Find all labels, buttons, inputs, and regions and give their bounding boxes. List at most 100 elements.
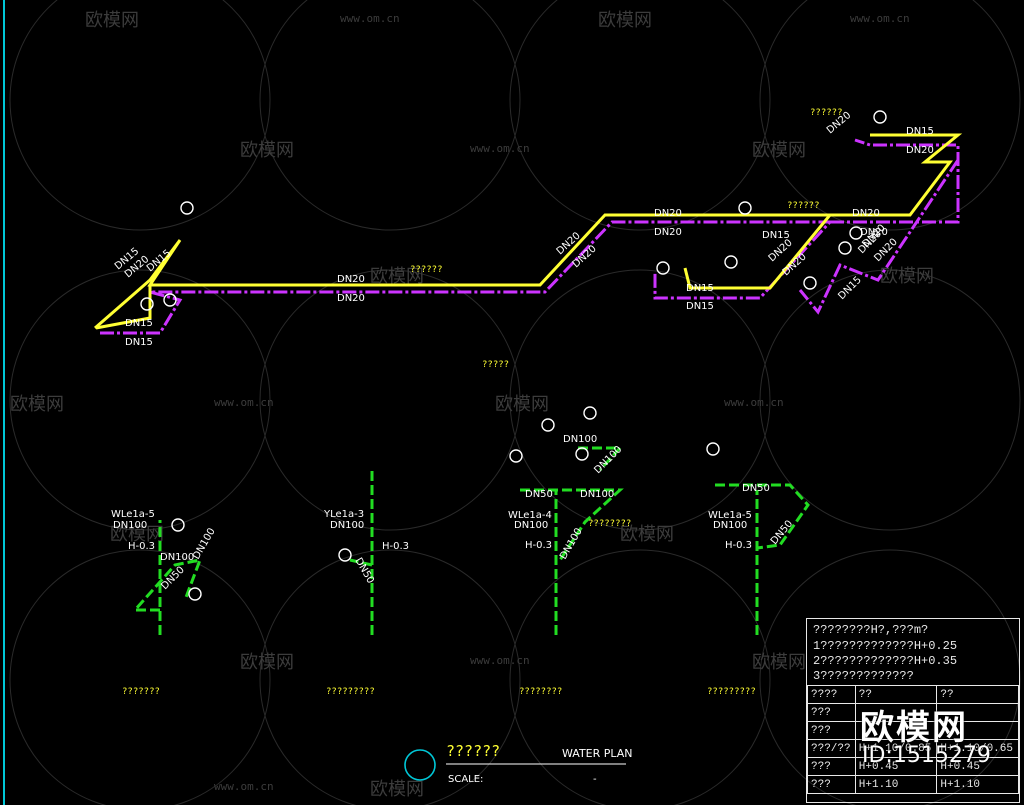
riser-4-branch[interactable] [715, 483, 810, 550]
note-text: ?????? [810, 108, 843, 118]
svg-text:DN15: DN15 [125, 318, 153, 329]
svg-text:www.om.cn: www.om.cn [470, 142, 530, 155]
upper-notes: ?????? ?????? ?????? ????? [410, 108, 843, 370]
svg-text:欧模网: 欧模网 [620, 524, 674, 545]
svg-text:欧模网: 欧模网 [85, 10, 139, 31]
hot-water-pipe[interactable] [100, 220, 834, 335]
svg-text:WLe1a-5: WLe1a-5 [708, 510, 752, 521]
svg-text:WLe1a-5: WLe1a-5 [111, 509, 155, 520]
watermark-id: ID:1515279 [862, 743, 991, 768]
riser-fixtures [171, 406, 720, 601]
title-block: ?????? WATER PLAN SCALE: - [404, 742, 633, 785]
svg-text:www.om.cn: www.om.cn [214, 780, 274, 793]
faucet-icon[interactable] [738, 201, 752, 215]
svg-text:H-0.3: H-0.3 [725, 540, 752, 551]
faucet-icon[interactable] [849, 226, 863, 240]
svg-text:DN20: DN20 [337, 293, 365, 304]
faucet-icon[interactable] [180, 201, 194, 215]
legend-table: ????????H?,???m? 1?????????????H+0.25 2?… [806, 618, 1020, 803]
svg-text:?????????: ????????? [326, 687, 375, 697]
svg-text:????????: ???????? [588, 519, 631, 529]
riser-3-branch-upper[interactable] [578, 446, 624, 472]
svg-text:DN20: DN20 [860, 227, 888, 238]
riser-3-branch[interactable] [520, 488, 624, 562]
faucet-icon [338, 548, 352, 562]
svg-text:DN20: DN20 [654, 208, 682, 219]
svg-text:DN20: DN20 [654, 227, 682, 238]
riser-captions: ??????? ????????? ???????? ????????? [122, 687, 756, 697]
svg-text:DN15: DN15 [686, 301, 714, 312]
drawing-title: ?????? [446, 742, 500, 760]
svg-text:DN100: DN100 [563, 434, 597, 445]
svg-text:欧模网: 欧模网 [495, 394, 549, 415]
note-text: ?????? [787, 201, 820, 211]
svg-text:DN50: DN50 [742, 483, 770, 494]
faucet-icon [541, 418, 555, 432]
riser-labels: WLe1a-5 DN100 H-0.3 DN100 DN100 DN50 YLe… [111, 434, 795, 592]
faucet-icon[interactable] [140, 297, 154, 311]
svg-text:H-0.3: H-0.3 [128, 541, 155, 552]
legend-line: 2?????????????H+0.35 [813, 654, 958, 668]
scale-value: - [593, 774, 597, 785]
svg-text:欧模网: 欧模网 [598, 10, 652, 31]
riser-diagrams[interactable] [131, 446, 810, 635]
svg-text:www.om.cn: www.om.cn [470, 654, 530, 667]
upper-pipe-network[interactable] [94, 110, 963, 335]
svg-text:欧模网: 欧模网 [752, 140, 806, 161]
svg-text:DN50: DN50 [159, 565, 187, 593]
svg-text:欧模网: 欧模网 [370, 779, 424, 800]
scale-label: SCALE: [448, 774, 483, 785]
svg-text:?????????: ????????? [707, 687, 756, 697]
hot-water-pipe-branch[interactable] [798, 159, 960, 315]
faucet-icon[interactable] [803, 276, 817, 290]
svg-text:DN20: DN20 [906, 145, 934, 156]
svg-text:DN15: DN15 [836, 275, 864, 303]
svg-text:DN100: DN100 [191, 526, 218, 561]
watermark-pattern [9, 0, 1021, 805]
riser-2-branch[interactable] [349, 558, 373, 567]
svg-text:www.om.cn: www.om.cn [214, 396, 274, 409]
svg-text:欧模网: 欧模网 [370, 266, 424, 287]
faucet-icon[interactable] [873, 110, 887, 124]
cold-water-pipe-drop[interactable] [95, 285, 152, 330]
viewport-border [3, 0, 5, 805]
faucet-icon [171, 518, 185, 532]
faucet-icon[interactable] [838, 241, 852, 255]
faucet-icon [583, 406, 597, 420]
svg-text:DN100: DN100 [713, 520, 747, 531]
svg-text:欧模网: 欧模网 [110, 524, 164, 545]
svg-text:欧模网: 欧模网 [880, 266, 934, 287]
water-plan-label: WATER PLAN [562, 747, 633, 760]
svg-text:DN100: DN100 [113, 520, 147, 531]
cold-water-pipe-right[interactable] [830, 133, 963, 217]
svg-text:DN100: DN100 [514, 520, 548, 531]
svg-text:H-0.3: H-0.3 [382, 541, 409, 552]
faucet-icon [188, 587, 202, 601]
svg-text:www.om.cn: www.om.cn [724, 396, 784, 409]
faucet-icon[interactable] [724, 255, 738, 269]
cold-water-pipe[interactable] [94, 213, 834, 330]
watermark-brand-large: 欧模网 [860, 708, 968, 748]
legend-line: 3????????????? [813, 669, 914, 683]
svg-text:DN20: DN20 [781, 251, 809, 278]
svg-text:欧模网: 欧模网 [240, 140, 294, 161]
plan-title: ????? [482, 360, 509, 370]
svg-text:DN100: DN100 [558, 526, 585, 561]
svg-text:DN15: DN15 [125, 337, 153, 348]
svg-text:???????: ??????? [122, 687, 160, 697]
note-text: ?????? [410, 265, 443, 275]
svg-text:????????: ???????? [519, 687, 562, 697]
svg-text:DN100: DN100 [160, 552, 194, 563]
riser-1-branch[interactable] [131, 557, 203, 612]
faucet-icon[interactable] [163, 293, 177, 307]
svg-text:欧模网: 欧模网 [10, 394, 64, 415]
svg-text:DN100: DN100 [330, 520, 364, 531]
faucet-icon[interactable] [656, 261, 670, 275]
faucet-icon [706, 442, 720, 456]
svg-text:WLe1a-4: WLe1a-4 [508, 510, 552, 521]
svg-text:DN20: DN20 [337, 274, 365, 285]
svg-text:DN15: DN15 [906, 126, 934, 137]
